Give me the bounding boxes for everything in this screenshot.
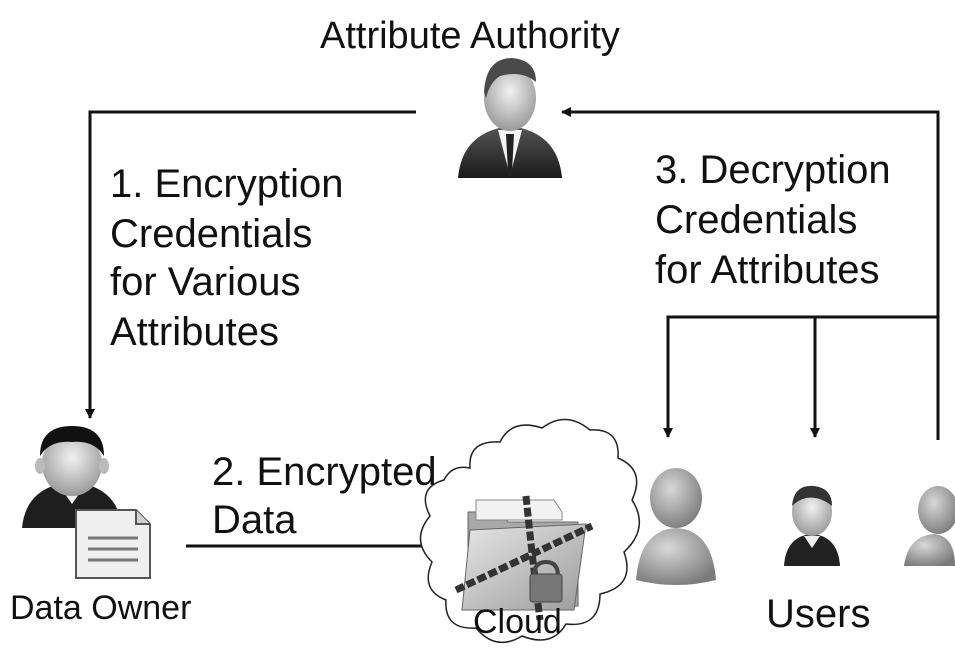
step3-line2: Credentials: [655, 198, 858, 242]
data-owner-label: Data Owner: [10, 589, 192, 627]
step2-line2: Data: [212, 498, 297, 542]
authority-label: Attribute Authority: [320, 15, 620, 57]
cloud-label: Cloud: [473, 603, 562, 641]
users-label: Users: [766, 592, 871, 636]
step3-line3: for Attributes: [655, 248, 880, 292]
step1-line2: Credentials: [110, 212, 313, 256]
step1-line1: 1. Encryption: [110, 162, 344, 206]
step1-line3: for Various: [110, 260, 301, 304]
user-avatar-icon: [784, 485, 840, 566]
user-silhouette-icon: [636, 468, 716, 585]
user-silhouette-icon: [904, 486, 955, 566]
edge-branch-user-1: [663, 315, 938, 438]
step2-line1: 2. Encrypted: [212, 450, 437, 494]
edge-authority-to-owner: [85, 110, 416, 419]
businessman-icon: [458, 58, 562, 178]
locked-folder-cloud-icon: [419, 418, 641, 644]
step1-line4: Attributes: [110, 310, 279, 354]
person-with-document-icon: [22, 426, 151, 579]
edge-users-to-authority: [561, 107, 940, 440]
step3-line1: 3. Decryption: [655, 148, 891, 192]
